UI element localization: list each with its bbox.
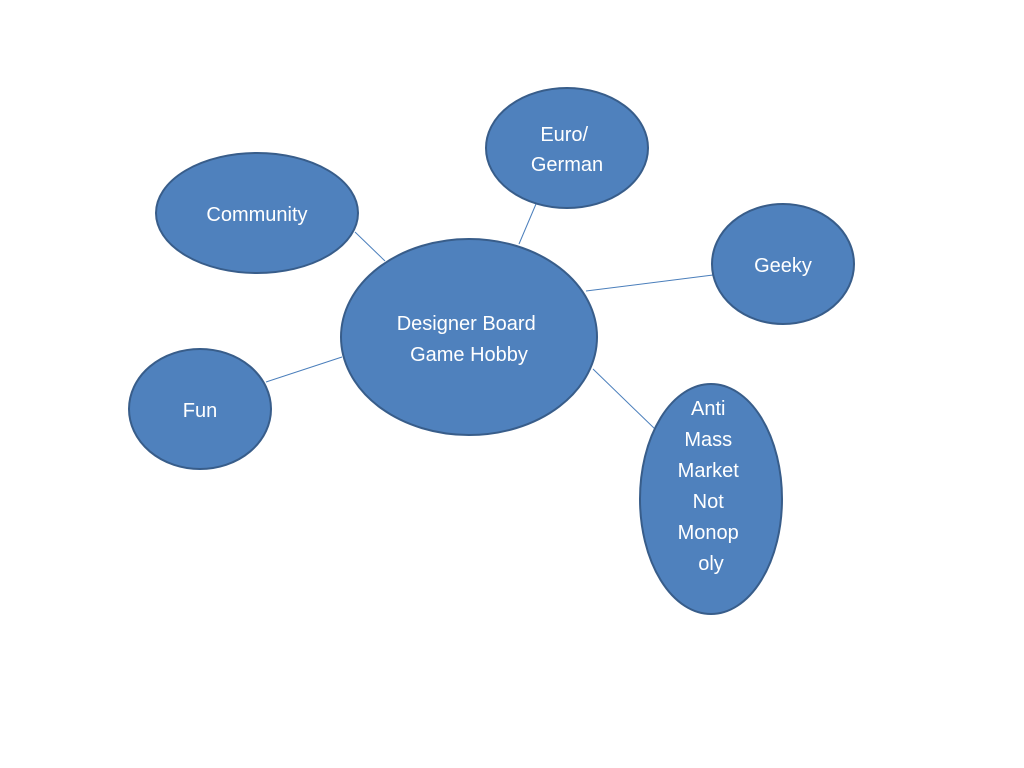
geeky-label: Geeky [754,255,812,277]
euro-german-label: Euro/ German [531,124,603,176]
anti-mass-market-label-line: Monop [678,522,739,544]
node-euro-german: Euro/ German [485,87,649,209]
node-fun: Fun [128,348,272,470]
fun-label: Fun [183,400,217,422]
node-community: Community [155,152,359,274]
euro-german-label-line: German [531,154,603,176]
connector-community [354,231,386,262]
anti-mass-market-label-line: Market [678,460,740,482]
fun-bubble [128,348,272,470]
geeky-bubble [711,203,855,325]
node-anti-mass-market: Anti Mass Market Not Monop oly [639,383,783,615]
center-label-line: Game Hobby [410,344,528,366]
connector-fun [265,356,343,383]
node-geeky: Geeky [711,203,855,325]
connector-geeky [585,274,714,292]
anti-mass-market-label-line: Mass [684,429,732,451]
geeky-label-line: Geeky [754,255,812,277]
center-label: Designer Board Game Hobby [397,313,542,366]
anti-mass-market-label-line: Not [693,491,725,513]
connector-euro-german [518,203,537,245]
center-node: Designer Board Game Hobby [340,238,598,436]
community-bubble [155,152,359,274]
center-bubble [340,238,598,436]
community-label-line: Community [206,204,307,226]
center-label-line: Designer Board [397,313,536,335]
anti-mass-market-label-line: oly [698,553,724,575]
anti-mass-market-label-line: Anti [691,398,725,420]
community-label: Community [206,204,307,226]
fun-label-line: Fun [183,400,217,422]
anti-mass-market-label: Anti Mass Market Not Monop oly [678,398,745,575]
euro-german-bubble [485,87,649,209]
anti-mass-market-bubble [639,383,783,615]
connector-anti-mass-market [592,368,657,431]
euro-german-label-line: Euro/ [540,124,588,146]
